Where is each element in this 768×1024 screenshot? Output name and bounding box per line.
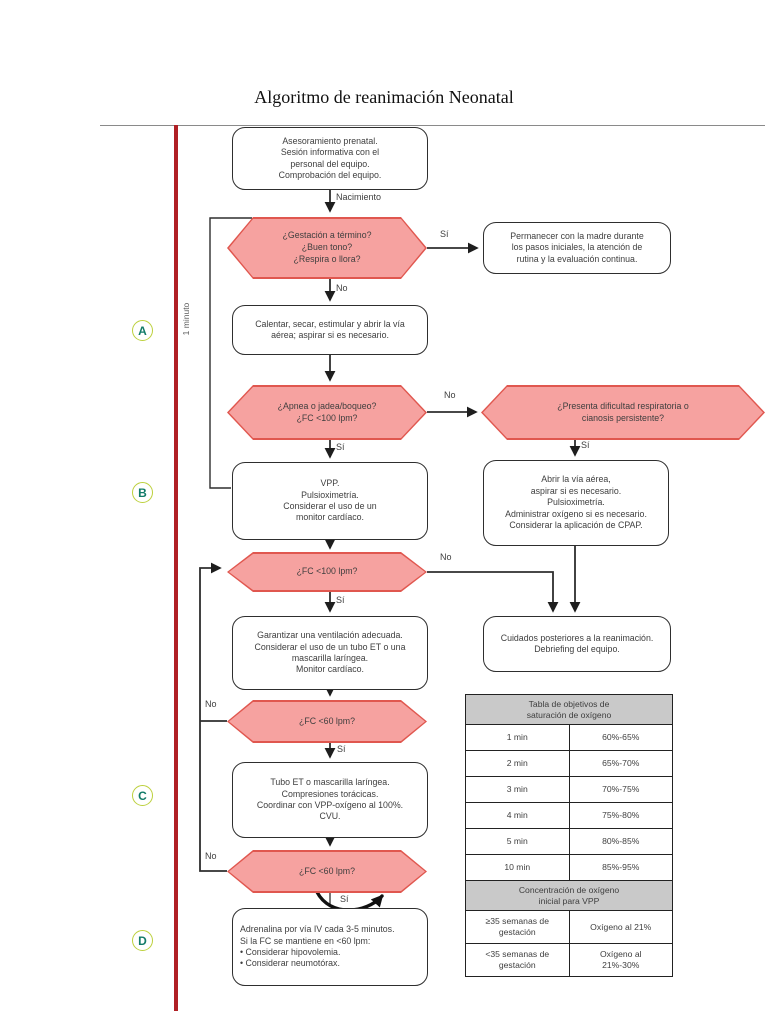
saturation-and-oxygen-table: Tabla de objetivos de saturación de oxíg… [465, 694, 673, 977]
edge-label-no: No [205, 851, 217, 861]
table-row: 4 min 75%-80% [465, 802, 673, 829]
value-cell: 80%-85% [568, 828, 673, 855]
decision-label: ¿Apnea o jadea/boqueo? ¿FC <100 lpm? [277, 400, 377, 423]
hexagon-fill [229, 387, 425, 438]
section-marker-d: D [132, 930, 153, 951]
group-cell: <35 semanas de gestación [465, 943, 570, 977]
decision-fc-under-100: ¿FC <100 lpm? [227, 552, 427, 592]
section-marker-b: B [132, 482, 153, 503]
edge-label-yes: Sí [336, 442, 345, 452]
node-ensure-ventilation-box: Garantizar una ventilación adecuada. Con… [232, 616, 428, 690]
decision-label: ¿FC <60 lpm? [299, 715, 355, 726]
edge-label-no: No [336, 283, 348, 293]
table-row: 10 min 85%-95% [465, 854, 673, 881]
time-cell: 4 min [465, 802, 570, 829]
hexagon-fill [229, 554, 425, 590]
decision-label: ¿Gestación a término? ¿Buen tono? ¿Respi… [282, 230, 372, 264]
decision-fc-under-60-second: ¿FC <60 lpm? [227, 850, 427, 893]
time-cell: 1 min [465, 724, 570, 751]
table-row: ≥35 semanas de gestación Oxígeno al 21% [465, 910, 673, 944]
hexagon-fill [229, 702, 425, 741]
time-cell: 2 min [465, 750, 570, 777]
table-row: 5 min 80%-85% [465, 828, 673, 855]
reference-tables: Tabla de objetivos de saturación de oxíg… [465, 694, 673, 977]
value-cell: 65%-70% [568, 750, 673, 777]
decision-apnea-gasping: ¿Apnea o jadea/boqueo? ¿FC <100 lpm? [227, 385, 427, 440]
connector-fc100-cuidados [427, 571, 559, 613]
edge-label-yes: Sí [440, 229, 449, 239]
decision-fc-under-60-first: ¿FC <60 lpm? [227, 700, 427, 743]
node-et-tube-compressions-box: Tubo ET o mascarilla laríngea. Compresio… [232, 762, 428, 838]
value-cell: 75%-80% [568, 802, 673, 829]
edge-label-yes: Sí [336, 595, 345, 605]
decision-gestation-term: ¿Gestación a término? ¿Buen tono? ¿Respi… [227, 217, 427, 279]
node-warm-dry-box: Calentar, secar, estimular y abrir la ví… [232, 305, 428, 355]
edge-label-yes: Sí [581, 440, 590, 450]
edge-label-yes: Sí [340, 894, 349, 904]
hexagon-fill [229, 219, 425, 277]
section-marker-c: C [132, 785, 153, 806]
decision-respiratory-difficulty: ¿Presenta dificultad respiratoria o cian… [481, 385, 765, 440]
table-row: 3 min 70%-75% [465, 776, 673, 803]
connector-no-loopback [199, 562, 227, 872]
group-cell: ≥35 semanas de gestación [465, 910, 570, 944]
table-row: 2 min 65%-70% [465, 750, 673, 777]
node-adrenaline-box: Adrenalina por vía IV cada 3-5 minutos. … [232, 908, 428, 986]
edge-label-yes: Sí [337, 744, 346, 754]
edge-label-no: No [440, 552, 452, 562]
hexagon-fill [229, 852, 425, 891]
node-stay-with-mother-box: Permanecer con la madre durante los paso… [483, 222, 671, 274]
time-cell: 3 min [465, 776, 570, 803]
decision-label: ¿FC <60 lpm? [299, 865, 355, 876]
node-prenatal-box: Asesoramiento prenatal. Sesión informati… [232, 127, 428, 190]
oxygen-table-header: Concentración de oxígeno inicial para VP… [465, 880, 673, 911]
value-cell: Oxígeno al 21%-30% [568, 943, 673, 977]
decision-label: ¿FC <100 lpm? [296, 566, 358, 577]
edge-label-no: No [205, 699, 217, 709]
value-cell: 70%-75% [568, 776, 673, 803]
value-cell: Oxígeno al 21% [568, 910, 673, 944]
saturation-table-header: Tabla de objetivos de saturación de oxíg… [465, 694, 673, 725]
hexagon-fill [483, 387, 763, 438]
timeline-red-bar [174, 125, 178, 1011]
one-minute-label: 1 minuto [181, 302, 191, 336]
node-post-resuscitation-box: Cuidados posteriores a la reanimación. D… [483, 616, 671, 672]
value-cell: 85%-95% [568, 854, 673, 881]
time-cell: 5 min [465, 828, 570, 855]
edge-label-birth: Nacimiento [336, 192, 382, 202]
page-title: Algoritmo de reanimación Neonatal [254, 87, 514, 107]
decision-label: ¿Presenta dificultad respiratoria o cian… [557, 400, 689, 423]
edge-label-no: No [444, 390, 456, 400]
table-row: 1 min 60%-65% [465, 724, 673, 751]
top-divider-line [100, 125, 765, 126]
node-open-airway-box: Abrir la vía aérea, aspirar si es necesa… [483, 460, 669, 546]
value-cell: 60%-65% [568, 724, 673, 751]
section-marker-a: A [132, 320, 153, 341]
time-cell: 10 min [465, 854, 570, 881]
table-row: <35 semanas de gestación Oxígeno al 21%-… [465, 943, 673, 977]
node-vpp-box: VPP. Pulsioximetría. Considerar el uso d… [232, 462, 428, 540]
